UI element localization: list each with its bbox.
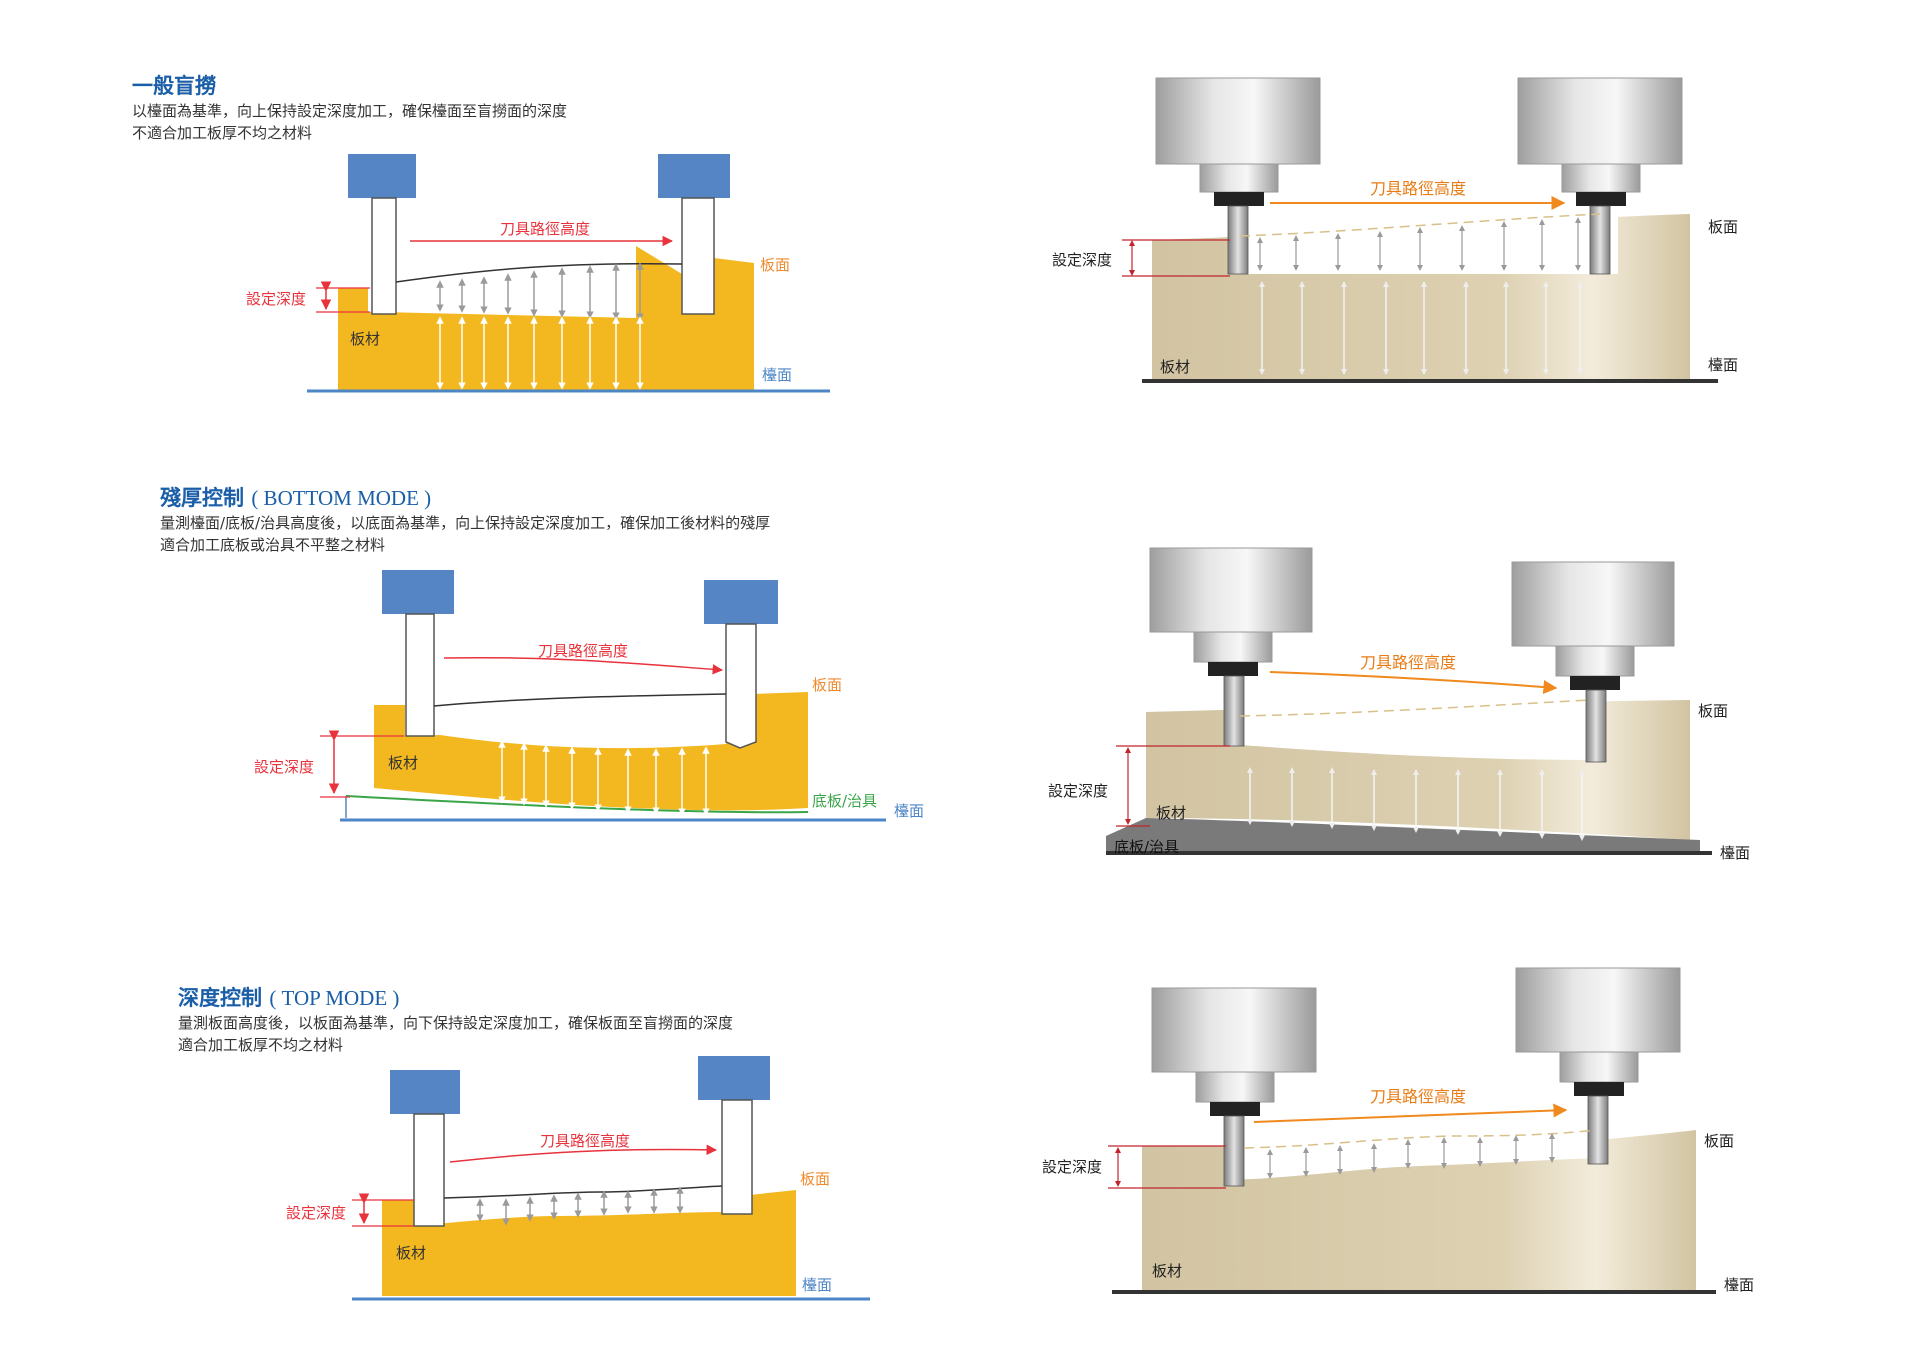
tool-holder-icon: [704, 580, 778, 624]
measure-arrows-lower: [436, 316, 644, 390]
set-depth-label: 設定深度: [254, 758, 314, 776]
table-surface-label: 檯面: [802, 1276, 832, 1294]
board-surface-label: 板面: [1708, 218, 1738, 236]
section-desc-line1: 量測檯面/底板/治具高度後，以底面為基準，向上保持設定深度加工，確保加工後材料的…: [160, 514, 771, 532]
cutter-icon: [721, 1099, 753, 1215]
diagram-bottom-simple: 刀具路徑高度 設定深度 板材 板面 底板/治具 檯面: [254, 570, 924, 822]
section-title: 殘厚控制 ( BOTTOM MODE ): [160, 486, 432, 510]
section-bottom-head: 殘厚控制 ( BOTTOM MODE ) 量測檯面/底板/治具高度後，以底面為基…: [160, 484, 770, 556]
board-surface-label: 板面: [800, 1170, 830, 1188]
board-surface-label: 板面: [812, 676, 842, 694]
table-surface-label: 檯面: [894, 802, 924, 820]
board-material-label: 板材: [396, 1244, 426, 1262]
diagram-blind-realistic: 刀具路徑高度 設定深度 板材 板面 檯面: [1052, 77, 1738, 383]
board-material-label: 板材: [1152, 1262, 1182, 1280]
board-surface-label: 板面: [1698, 702, 1728, 720]
fixture-wedge: [1106, 818, 1700, 852]
tool-holder-icon: [382, 570, 454, 614]
tool-path-label: 刀具路徑高度: [1370, 1087, 1466, 1106]
measure-arrows: [498, 740, 710, 816]
set-depth-label: 設定深度: [1048, 782, 1108, 800]
tool-path-label: 刀具路徑高度: [538, 642, 628, 660]
tool-holder-icon: [348, 154, 416, 198]
measure-arrows-upper: [1257, 217, 1581, 271]
set-depth-label: 設定深度: [1052, 251, 1112, 269]
table-surface-label: 檯面: [1708, 356, 1738, 374]
spindle-icon: [1149, 547, 1313, 747]
board-surface-label: 板面: [760, 256, 790, 274]
cutter-icon: [681, 197, 715, 315]
fixture-label: 底板/治具: [812, 792, 877, 810]
spindle-icon: [1515, 967, 1681, 1165]
spindle-icon: [1155, 77, 1321, 275]
table-surface-label: 檯面: [762, 366, 792, 384]
fixture-label: 底板/治具: [1114, 838, 1179, 856]
cutter-icon: [413, 1113, 445, 1227]
board-material-label: 板材: [1156, 804, 1186, 822]
tool-path-label: 刀具路徑高度: [540, 1132, 630, 1150]
set-depth-label: 設定深度: [246, 290, 306, 308]
spindle-icon: [1517, 77, 1683, 275]
tool-path-arrow: [449, 1144, 718, 1163]
diagram-blind-simple: 刀具路徑高度 設定深度 板材 板面: [246, 154, 830, 393]
tool-holder-icon: [698, 1056, 770, 1100]
cutter-icon: [725, 623, 757, 749]
tool-path-label: 刀具路徑高度: [500, 220, 590, 238]
diagram-top-realistic: 刀具路徑高度 設定深度 板材 板面 檯面: [1042, 967, 1754, 1294]
measure-arrows-upper: [436, 262, 644, 321]
spindle-icon: [1511, 561, 1675, 763]
spindle-icon: [1151, 987, 1317, 1187]
tool-path-label: 刀具路徑高度: [1360, 653, 1456, 672]
tool-path-arrow: [443, 656, 724, 675]
diagram-bottom-realistic: 刀具路徑高度 設定深度 板材 底板/治具 板面 檯面: [1048, 547, 1750, 862]
diagram-top-simple: 刀具路徑高度 設定深度 板材 板面 檯面: [286, 1056, 870, 1301]
measure-arrows: [1247, 767, 1585, 841]
section-title: 深度控制 ( TOP MODE ): [178, 986, 400, 1010]
board-material-label: 板材: [350, 330, 380, 348]
table-surface-label: 檯面: [1724, 1276, 1754, 1294]
section-top-head: 深度控制 ( TOP MODE ) 量測板面高度後，以板面為基準，向下保持設定深…: [178, 984, 733, 1056]
cutter-icon: [371, 197, 397, 315]
section-desc-line2: 適合加工板厚不均之材料: [178, 1036, 344, 1054]
section-desc-line2: 適合加工底板或治具不平整之材料: [160, 536, 386, 554]
section-blind-head: 一般盲撈 以檯面為基準，向上保持設定深度加工，確保檯面至盲撈面的深度 不適合加工…: [132, 72, 567, 144]
measure-arrows: [1267, 1133, 1555, 1179]
cutter-icon: [405, 613, 435, 737]
set-depth-label: 設定深度: [1042, 1158, 1102, 1176]
measure-arrows-lower: [1259, 281, 1583, 375]
tool-path-arrow: [1253, 1103, 1568, 1123]
measure-arrows: [476, 1186, 684, 1226]
set-depth-label: 設定深度: [286, 1204, 346, 1222]
tool-holder-icon: [658, 154, 730, 198]
section-title: 一般盲撈: [132, 74, 216, 98]
section-desc-line1: 量測板面高度後，以板面為基準，向下保持設定深度加工，確保板面至盲撈面的深度: [178, 1014, 734, 1032]
table-surface-label: 檯面: [1720, 844, 1750, 862]
board-surface-label: 板面: [1704, 1132, 1734, 1150]
tool-path-label: 刀具路徑高度: [1370, 179, 1466, 198]
section-desc-line1: 以檯面為基準，向上保持設定深度加工，確保檯面至盲撈面的深度: [132, 102, 568, 120]
section-desc-line2: 不適合加工板厚不均之材料: [132, 124, 313, 142]
board-material-label: 板材: [1160, 358, 1190, 376]
tool-holder-icon: [390, 1070, 460, 1114]
tool-path-arrow: [1269, 671, 1558, 694]
board-material-label: 板材: [388, 754, 418, 772]
